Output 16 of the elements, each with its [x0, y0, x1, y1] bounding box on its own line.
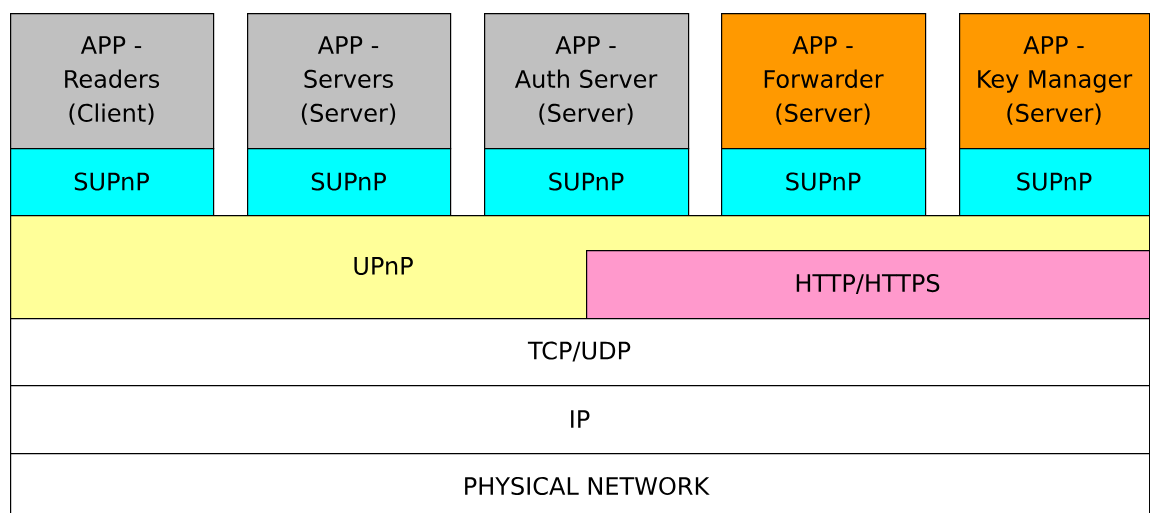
protocol-layer: IP — [10, 385, 1150, 455]
protocol-box: SUPnP — [721, 148, 927, 217]
protocol-box: SUPnP — [10, 148, 215, 217]
protocol-layer: PHYSICAL NETWORK — [10, 453, 1150, 513]
node-label: IP — [571, 410, 590, 428]
protocol-box: SUPnP — [484, 148, 690, 217]
application-box: APP - Key Manager (Server) — [959, 13, 1150, 150]
protocol-layer: HTTP/HTTPS — [586, 250, 1150, 320]
protocol-box: SUPnP — [959, 148, 1150, 217]
application-box: APP - Servers (Server) — [247, 13, 452, 150]
node-label: TCP/UDP — [527, 341, 631, 362]
protocol-layer: TCP/UDP — [10, 318, 1150, 387]
application-box: APP - Readers (Client) — [10, 13, 215, 150]
protocol-box: SUPnP — [247, 148, 452, 217]
application-box: APP - Auth Server (Server) — [484, 13, 690, 150]
application-box: APP - Forwarder (Server) — [721, 13, 927, 150]
